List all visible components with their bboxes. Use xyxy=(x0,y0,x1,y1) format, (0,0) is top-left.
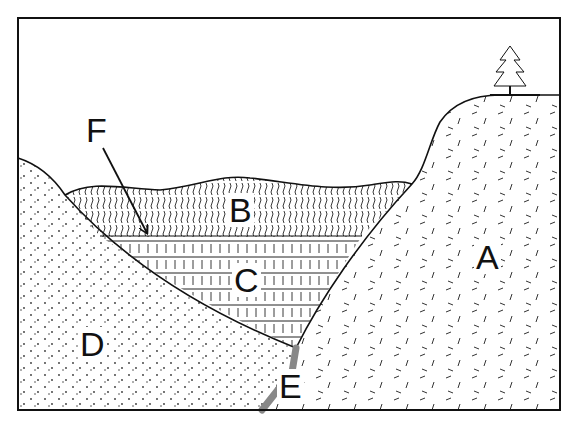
layer-label: D xyxy=(78,327,107,361)
layer-label: F xyxy=(84,113,109,147)
layer-label: E xyxy=(277,369,304,403)
layer-label: C xyxy=(232,263,261,297)
layer-label: A xyxy=(474,240,501,274)
layer-label: B xyxy=(227,193,254,227)
